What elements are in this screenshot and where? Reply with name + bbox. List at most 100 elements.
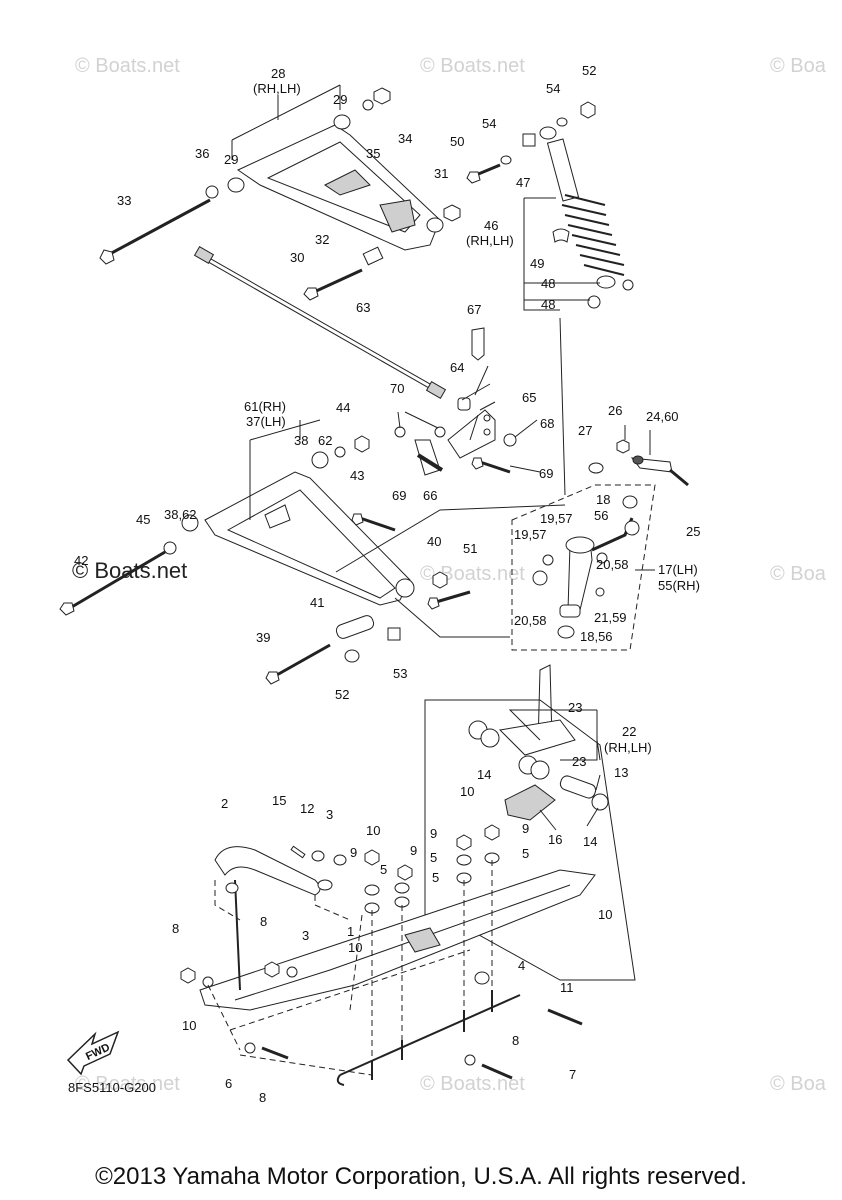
callout: 43 [350, 468, 364, 483]
callout: 64 [450, 360, 464, 375]
callout: (RH,LH) [604, 740, 652, 755]
callout: 11 [560, 980, 574, 995]
stabilizer-bar-group [193, 245, 447, 400]
callout: 32 [315, 232, 329, 247]
callout: 9 [410, 843, 417, 858]
callout: 10 [182, 1018, 196, 1033]
link-bracket-group [394, 327, 517, 476]
callout: 52 [335, 687, 349, 702]
callout: 44 [336, 400, 350, 415]
callout: 23 [572, 754, 586, 769]
callout: 61(RH) [244, 399, 286, 414]
callout-labels: 28 (RH,LH) 29 29 34 35 36 33 31 32 30 52… [74, 63, 700, 1105]
callout: 19,57 [514, 527, 547, 542]
callout: 39 [256, 630, 270, 645]
callout: 5 [380, 862, 387, 877]
callout: 1 [347, 924, 354, 939]
callout: 47 [516, 175, 530, 190]
callout: 29 [333, 92, 347, 107]
callout: 8 [260, 914, 267, 929]
callout: 17(LH) [658, 562, 698, 577]
callout: 23 [568, 700, 582, 715]
callout: 19,57 [540, 511, 573, 526]
callout: 10 [460, 784, 474, 799]
callout: 28 [271, 66, 285, 81]
callout: 31 [434, 166, 448, 181]
shock-absorber-group [466, 101, 634, 309]
callout: 49 [530, 256, 544, 271]
callout: 69 [392, 488, 406, 503]
callout: 5 [522, 846, 529, 861]
callout: 22 [622, 724, 636, 739]
callout: 3 [302, 928, 309, 943]
callout: 48 [541, 276, 555, 291]
callout: 30 [290, 250, 304, 265]
callout: 70 [390, 381, 404, 396]
callout: 66 [423, 488, 437, 503]
callout: 5 [432, 870, 439, 885]
callout: 9 [522, 821, 529, 836]
callout: 56 [594, 508, 608, 523]
callout: 9 [350, 845, 357, 860]
callout: 54 [482, 116, 496, 131]
callout: 53 [393, 666, 407, 681]
watermark: © Boats.net [420, 55, 525, 77]
callout: 10 [348, 940, 362, 955]
callout: 14 [477, 767, 491, 782]
callout: 6 [225, 1076, 232, 1091]
callout: 25 [686, 524, 700, 539]
callout: 27 [578, 423, 592, 438]
callout: 34 [398, 131, 412, 146]
callout: 52 [582, 63, 596, 78]
spindle-group [335, 317, 689, 651]
callout: 29 [224, 152, 238, 167]
callout: 68 [540, 416, 554, 431]
callout: 21,59 [594, 610, 627, 625]
callout: 7 [569, 1067, 576, 1082]
watermark: © Boa [770, 55, 827, 77]
callout: 18,56 [580, 629, 613, 644]
callout: 50 [450, 134, 464, 149]
callout: 3 [326, 807, 333, 822]
watermark: © Boats.net [75, 55, 180, 77]
upper-arm-group [99, 87, 461, 301]
callout: 16 [548, 832, 562, 847]
callout: 8 [512, 1033, 519, 1048]
callout: 48 [541, 297, 555, 312]
callout: 42 [74, 553, 88, 568]
callout: 10 [598, 907, 612, 922]
callout: 20,58 [596, 557, 629, 572]
diagram-code: 8FS5110-G200 [68, 1080, 156, 1095]
callout: 62 [318, 433, 332, 448]
callout: 5 [430, 850, 437, 865]
fwd-arrow-icon: FWD [66, 1030, 120, 1076]
callout: 46 [484, 218, 498, 233]
watermark: © Boats.net [75, 1073, 180, 1095]
callout: 45 [136, 512, 150, 527]
callout: 14 [583, 834, 597, 849]
callout: 12 [300, 801, 314, 816]
callout: 24,60 [646, 409, 679, 424]
hardware-stack [180, 824, 583, 1080]
callout: 26 [608, 403, 622, 418]
callout: 55(RH) [658, 578, 700, 593]
callout: 2 [221, 796, 228, 811]
callout: 9 [430, 826, 437, 841]
callout: 8 [259, 1090, 266, 1105]
callout: 51 [463, 541, 477, 556]
callout: 20,58 [514, 613, 547, 628]
watermark: © Boa [770, 1073, 827, 1095]
callout: 13 [614, 765, 628, 780]
callout: (RH,LH) [253, 81, 301, 96]
watermark: © Boa [770, 563, 827, 585]
callout: 54 [546, 81, 560, 96]
callout: 4 [518, 958, 525, 973]
callout: 10 [366, 823, 380, 838]
callout: 65 [522, 390, 536, 405]
callout: 38 [294, 433, 308, 448]
callout: 69 [539, 466, 553, 481]
watermark: © Boats.net [420, 1073, 525, 1095]
leader-lines [231, 84, 655, 831]
callout: 41 [310, 595, 324, 610]
